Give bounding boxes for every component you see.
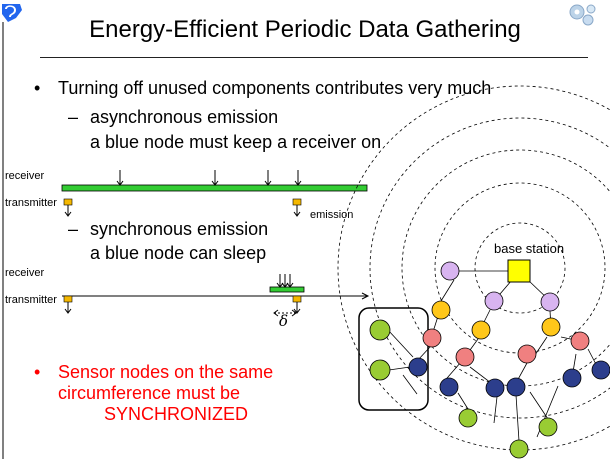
bullet-marker-2: • [34, 362, 41, 382]
node-purple [440, 261, 460, 281]
sub-2-line-1: synchronous emission [90, 219, 269, 239]
sub-2-line-2: a blue node can sleep [90, 243, 267, 263]
node-blue [506, 377, 526, 397]
node-blue [408, 357, 428, 377]
sub-1-line-2: a blue node must keep a receiver on [90, 132, 382, 152]
red-line-1: Sensor nodes on the same [58, 362, 274, 382]
transmitter-label-async: transmitter [5, 197, 57, 209]
transmitter-label-sync: transmitter [5, 294, 57, 306]
node-orange [541, 317, 561, 337]
receiver-bar-async [61, 184, 368, 192]
transmitter-box-async-1 [63, 198, 73, 206]
node-green [458, 408, 478, 428]
node-blue [591, 360, 610, 380]
bullet-1-text: Turning off unused components contribute… [58, 78, 492, 98]
bullet-marker-1: • [34, 78, 41, 98]
node-pink [455, 347, 475, 367]
gears-icon [569, 4, 596, 26]
node-orange [431, 300, 451, 320]
receiver-bar-sync [269, 286, 305, 293]
node-pink [517, 344, 537, 364]
sub-dash-1: – [68, 107, 79, 127]
timeline-sync [62, 274, 370, 317]
highlight-box [358, 307, 429, 411]
emission-label: emission [310, 209, 354, 221]
slide-title: Energy-Efficient Periodic Data Gathering [89, 16, 521, 43]
node-blue [485, 378, 505, 398]
node-green [369, 319, 391, 341]
node-green [509, 439, 529, 459]
logo-icon [2, 4, 22, 22]
arrival-arrows-sync [276, 274, 294, 288]
transmitter-box-async-2 [292, 198, 302, 206]
sensor-nodes [369, 261, 610, 459]
title-rule [40, 57, 588, 58]
base-station-node [507, 259, 531, 283]
delta-label: δ [279, 312, 289, 330]
arrival-arrows-async [116, 170, 302, 186]
node-purple [540, 292, 560, 312]
red-line-3: SYNCHRONIZED [104, 404, 249, 424]
transmitter-box-sync-1 [63, 295, 73, 303]
transmitter-box-sync-2 [292, 295, 302, 303]
node-purple [484, 291, 504, 311]
sub-dash-2: – [68, 219, 79, 239]
receiver-label-async: receiver [5, 170, 45, 182]
node-pink [422, 328, 442, 348]
node-green [538, 417, 558, 437]
timeline-async [61, 170, 368, 217]
node-blue [562, 368, 582, 388]
node-green [369, 359, 391, 381]
receiver-label-sync: receiver [5, 267, 45, 279]
node-orange [471, 320, 491, 340]
sub-1-line-1: asynchronous emission [90, 107, 279, 127]
base-station-label: base station [494, 241, 565, 256]
node-blue [439, 377, 459, 397]
node-pink [570, 331, 590, 351]
red-line-2: circumference must be [58, 383, 241, 403]
